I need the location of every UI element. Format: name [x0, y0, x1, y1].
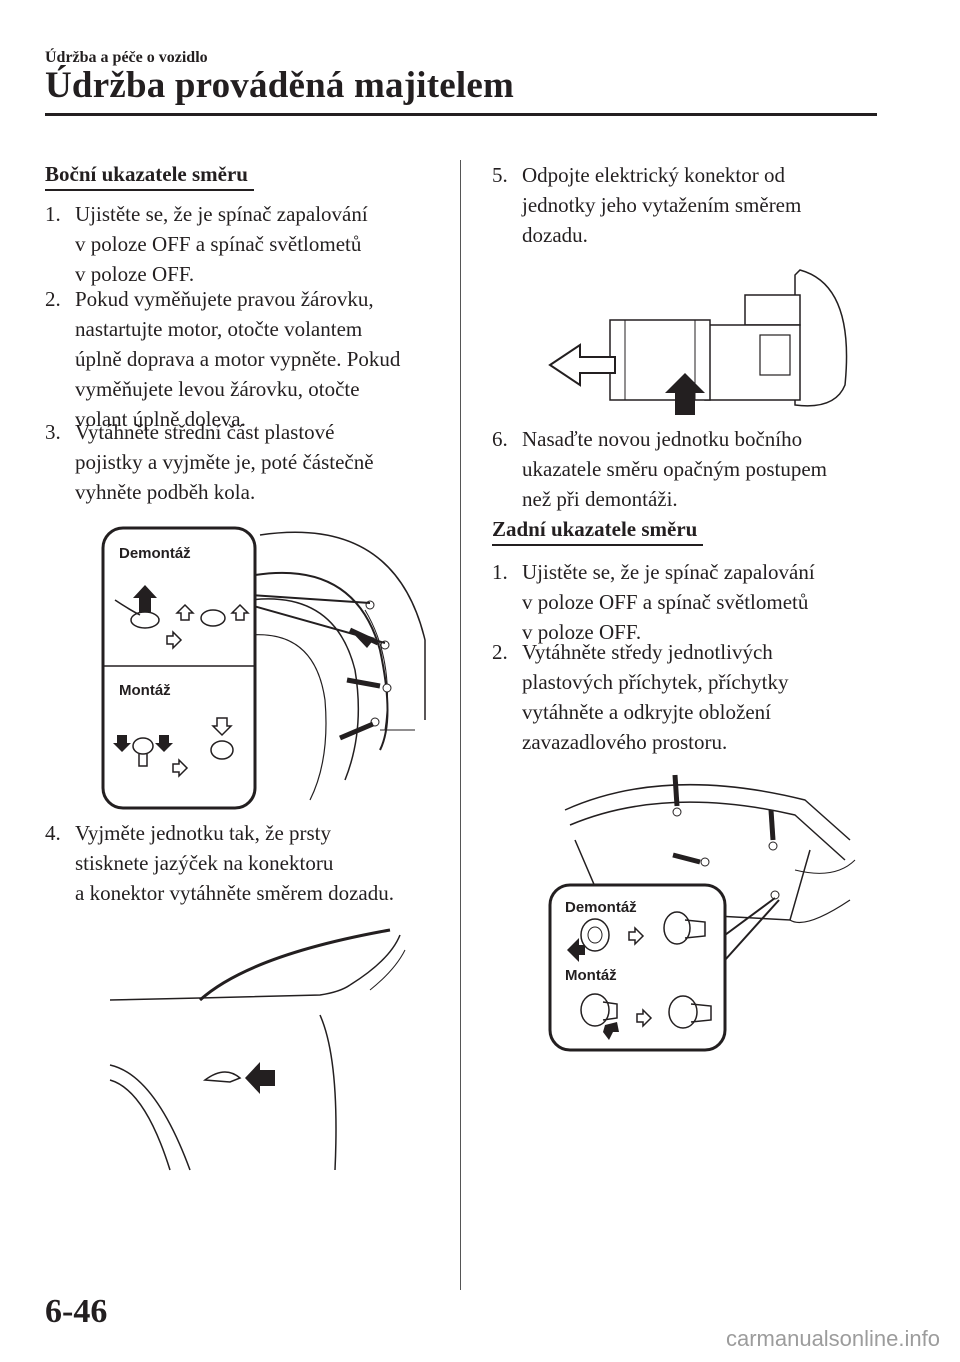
- step-number: 3.: [45, 420, 61, 444]
- step-line: Ujistěte se, že je spínač zapalování: [75, 202, 368, 226]
- fig4-label-remove: Demontáž: [565, 899, 637, 916]
- step-line: Pokud vyměňujete pravou žárovku,: [75, 287, 374, 311]
- step-line: nastartujte motor, otočte volantem: [75, 317, 363, 341]
- fig1-label-remove: Demontáž: [119, 545, 191, 562]
- step-line: než při demontáži.: [522, 487, 678, 511]
- step-line: Ujistěte se, že je spínač zapalování: [522, 560, 815, 584]
- step-number: 2.: [45, 287, 61, 311]
- step-line: dozadu.: [522, 223, 588, 247]
- step-line: zavazadlového prostoru.: [522, 730, 728, 754]
- step-number: 1.: [45, 202, 61, 226]
- step-line: vytáhněte a odkryjte obložení: [522, 700, 771, 724]
- step-line: pojistky a vyjměte je, poté částečně: [75, 450, 374, 474]
- step-line: Odpojte elektrický konektor od: [522, 163, 786, 187]
- step-line: jednotky jeho vytažením směrem: [522, 193, 802, 217]
- step-number: 1.: [492, 560, 508, 584]
- step-line: Vytáhněte středy jednotlivých: [522, 640, 773, 664]
- step-number: 5.: [492, 163, 508, 187]
- page-title: Údržba prováděná majitelem: [45, 65, 515, 106]
- step-line: a konektor vytáhněte směrem dozadu.: [75, 881, 394, 905]
- step-line: Vytáhněte střední část plastové: [75, 420, 335, 444]
- step-line: v poloze OFF a spínač světlometů: [522, 590, 809, 614]
- header-rule: [45, 113, 877, 116]
- connector-disconnect-figure: [548, 269, 848, 415]
- step-line: v poloze OFF.: [75, 262, 195, 286]
- step-number: 6.: [492, 427, 508, 451]
- step-line: ukazatele směru opačným postupem: [522, 457, 827, 481]
- page-number: 6-46: [45, 1293, 108, 1330]
- step-line: volant úplně doleva.: [75, 407, 246, 431]
- side-indicator-removal-figure: [109, 928, 406, 1171]
- step-number: 4.: [45, 821, 61, 845]
- step-line: úplně doprava a motor vypněte. Pokud: [75, 347, 401, 371]
- breadcrumb: Údržba a péče o vozidlo: [45, 49, 208, 66]
- fig1-label-install: Montáž: [119, 682, 171, 699]
- step-line: v poloze OFF.: [522, 620, 642, 644]
- step-line: Nasaďte novou jednotku bočního: [522, 427, 803, 451]
- step-line: Vyjměte jednotku tak, že prsty: [75, 821, 332, 845]
- column-divider: [460, 160, 461, 1290]
- step-line: vyměňujete levou žárovku, otočte: [75, 377, 360, 401]
- step-number: 2.: [492, 640, 508, 664]
- step-line: v poloze OFF a spínač světlometů: [75, 232, 362, 256]
- section-heading-side-indicators: Boční ukazatele směru: [45, 162, 254, 191]
- fig4-label-install: Montáž: [565, 967, 617, 984]
- section-heading-rear-indicators: Zadní ukazatele směru: [492, 517, 704, 546]
- watermark[interactable]: carmanualsonline.info: [725, 1326, 940, 1351]
- step-line: vyhněte podběh kola.: [75, 480, 256, 504]
- wheel-arch-clip-figure: Demontáž Montáž: [101, 526, 426, 810]
- step-line: stisknete jazýček na konektoru: [75, 851, 334, 875]
- trunk-trim-clip-figure: Demontáž Montáž: [548, 774, 856, 1052]
- step-line: plastových příchytek, příchytky: [522, 670, 789, 694]
